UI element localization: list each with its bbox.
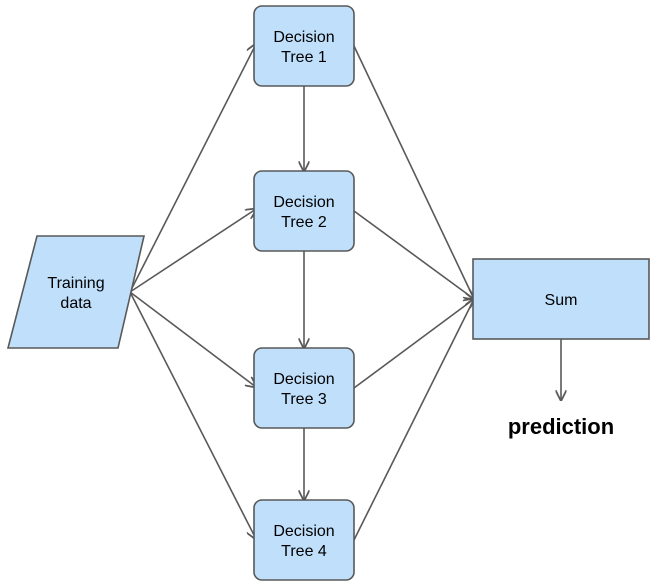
edge-training-to-tree4 bbox=[129, 291, 256, 539]
decision-tree-2-box bbox=[253, 170, 355, 252]
edges bbox=[129, 44, 561, 541]
decision-tree-1-label-line2: Tree 1 bbox=[281, 49, 327, 66]
edge-training-to-tree3 bbox=[129, 291, 256, 387]
sum-box bbox=[472, 258, 650, 340]
prediction-label: prediction bbox=[508, 414, 614, 439]
decision-tree-4-label-line1: Decision bbox=[273, 523, 334, 540]
decision-tree-2-label-line1: Decision bbox=[273, 194, 334, 211]
decision-tree-4-box bbox=[253, 499, 355, 581]
edge-tree4-to-sum bbox=[353, 299, 474, 541]
training-data-shape bbox=[6, 235, 146, 349]
decision-tree-3-node: Decision Tree 3 bbox=[253, 347, 355, 429]
decision-tree-1-box bbox=[253, 5, 355, 87]
training-data-label-line2: data bbox=[60, 295, 91, 312]
edge-training-to-tree1 bbox=[129, 44, 256, 293]
decision-tree-4-node: Decision Tree 4 bbox=[253, 499, 355, 581]
edge-tree2-to-sum bbox=[353, 210, 474, 299]
decision-tree-3-label-line1: Decision bbox=[273, 371, 334, 388]
decision-tree-4-label-line2: Tree 4 bbox=[281, 543, 327, 560]
decision-tree-3-label-line2: Tree 3 bbox=[281, 391, 327, 408]
sum-node: Sum bbox=[472, 258, 650, 340]
decision-tree-3-box bbox=[253, 347, 355, 429]
edge-tree3-to-sum bbox=[353, 299, 474, 389]
edge-tree1-to-sum bbox=[353, 45, 474, 299]
training-data-label-line1: Training bbox=[47, 275, 104, 292]
decision-tree-1-node: Decision Tree 1 bbox=[253, 5, 355, 87]
training-data-node: Training data bbox=[6, 235, 146, 349]
sum-label: Sum bbox=[545, 292, 578, 309]
decision-tree-1-label-line1: Decision bbox=[273, 29, 334, 46]
decision-tree-2-node: Decision Tree 2 bbox=[253, 170, 355, 252]
edge-training-to-tree2 bbox=[129, 209, 256, 293]
decision-tree-2-label-line2: Tree 2 bbox=[281, 214, 327, 231]
